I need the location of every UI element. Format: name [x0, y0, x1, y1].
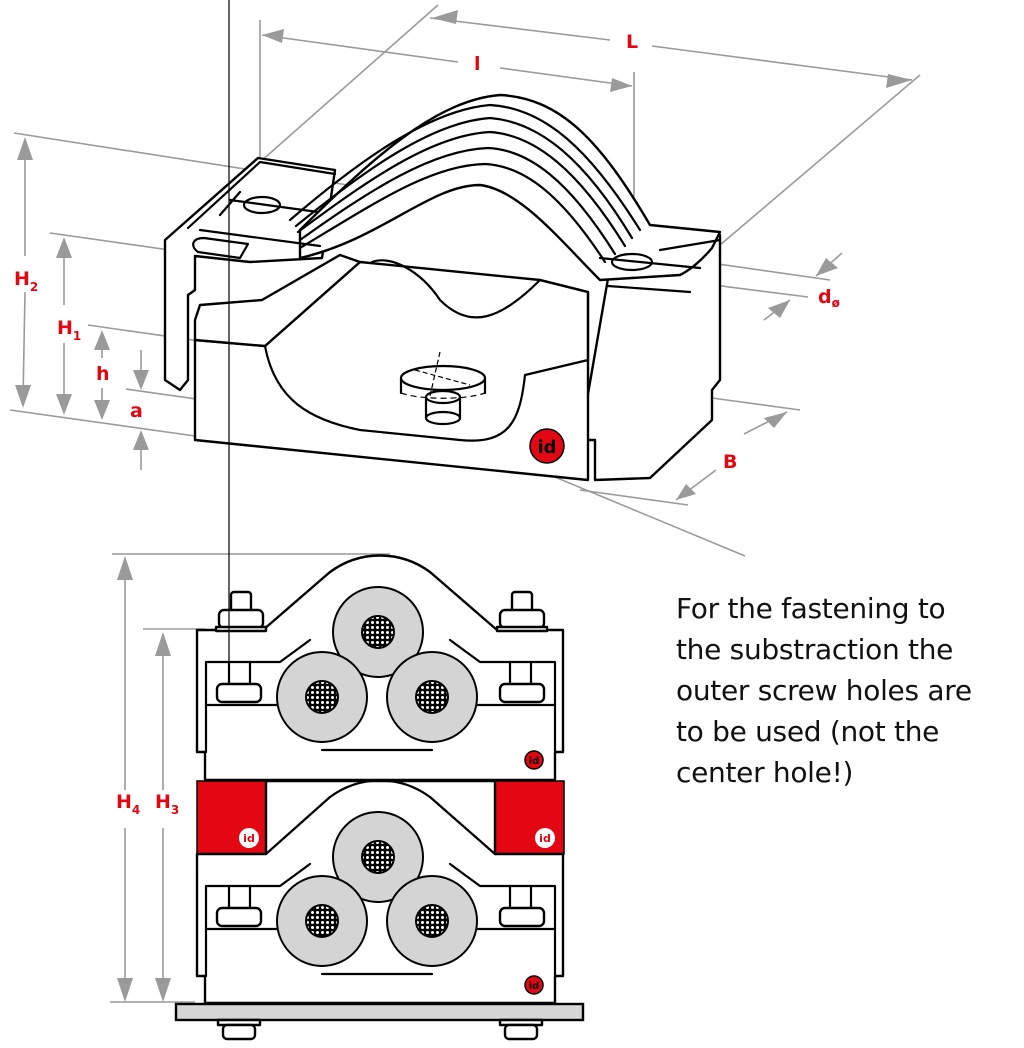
note-line: center hole!) [676, 756, 854, 789]
note-line: outer screw holes are [676, 674, 972, 707]
iso-view: id L l H2 H1 h a B dø [9, 4, 921, 557]
clamp-lower: id [195, 779, 565, 1005]
dim-label-H3: H3 [155, 791, 179, 817]
dim-label-L: L [626, 31, 638, 53]
note-line: For the fastening to [676, 592, 946, 625]
logo-text: id [537, 437, 556, 458]
fastening-note: For the fastening to the substraction th… [676, 588, 1024, 793]
dim-label-d: dø [818, 286, 840, 310]
dim-label-a: a [130, 400, 143, 422]
clamp-upper: id [195, 0, 565, 782]
note-line: to be used (not the [676, 715, 940, 748]
dim-label-H1: H1 [57, 317, 81, 343]
logo-text: id [529, 756, 540, 767]
logo-text: id [539, 832, 551, 845]
id-logo: id [529, 428, 565, 464]
red-spacers: id id [196, 780, 565, 855]
dim-label-l: l [474, 53, 481, 75]
clamp-iso: id [163, 93, 722, 482]
dim-label-H2: H2 [14, 268, 38, 294]
front-view: id id id [110, 0, 585, 1041]
dim-label-H4: H4 [116, 791, 140, 817]
front-dimension-lines [110, 553, 390, 1003]
base-plate [174, 1002, 585, 1022]
bottom-nuts [216, 1018, 544, 1041]
logo-text: id [243, 832, 255, 845]
note-line: the substraction the [676, 633, 954, 666]
logo-text: id [529, 981, 540, 992]
dim-label-h: h [96, 363, 110, 385]
dim-label-B: B [723, 451, 737, 473]
